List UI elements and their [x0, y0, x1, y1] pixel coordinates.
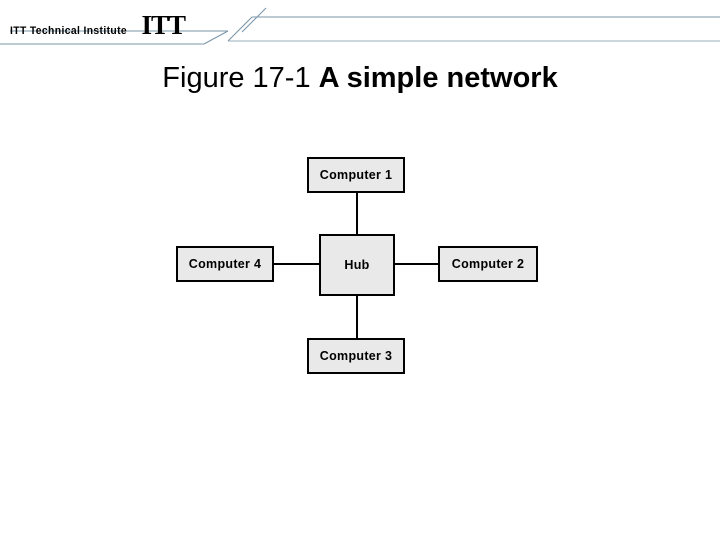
- node-computer-2: Computer 2: [438, 246, 538, 282]
- node-computer-3: Computer 3: [307, 338, 405, 374]
- itt-wordmark-icon: ITT: [141, 10, 187, 40]
- node-hub: Hub: [319, 234, 395, 296]
- slide-header: ITT Technical Institute ITT: [0, 0, 720, 46]
- node-computer-4: Computer 4: [176, 246, 274, 282]
- figure-caption: A simple network: [318, 62, 558, 94]
- brand-name-text: ITT Technical Institute: [10, 25, 128, 37]
- link-hub-computer-3: [356, 293, 358, 340]
- header-rule-graphic: [0, 7, 720, 45]
- node-computer-1: Computer 1: [307, 157, 405, 193]
- link-hub-computer-2: [392, 263, 440, 265]
- itt-logo: ITT Technical Institute ITT: [10, 10, 187, 40]
- link-hub-computer-1: [356, 191, 358, 237]
- figure-number: Figure 17-1: [162, 62, 311, 94]
- link-hub-computer-4: [272, 263, 322, 265]
- figure-title: Figure 17-1 A simple network: [0, 62, 720, 95]
